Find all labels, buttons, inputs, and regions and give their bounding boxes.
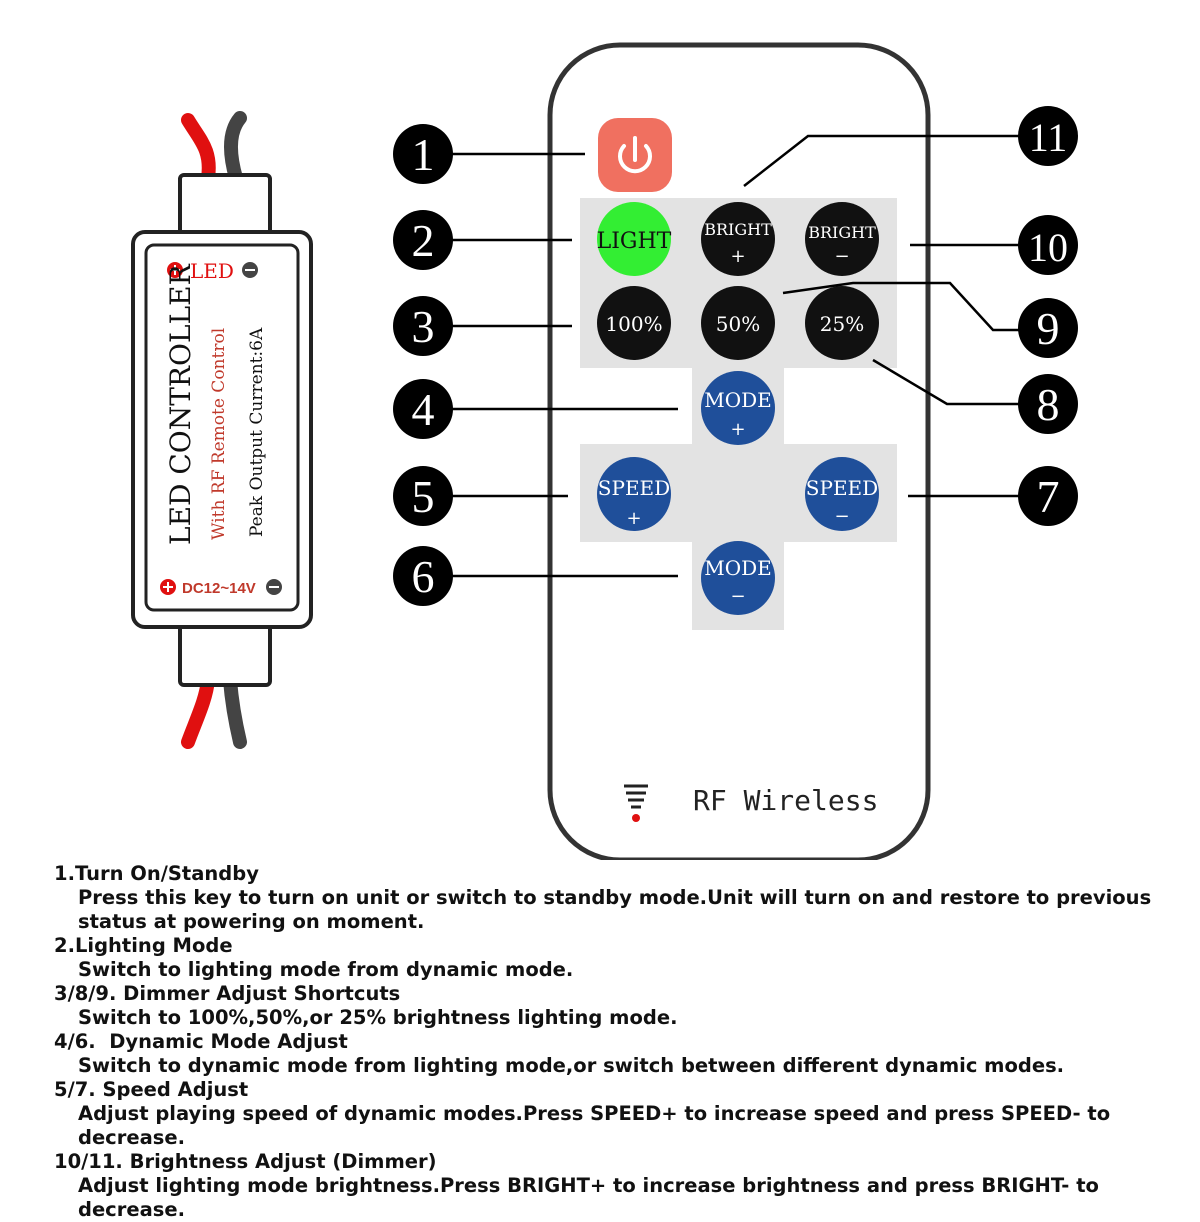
bright-minus-button[interactable]: BRIGHT − [805,202,879,276]
wire-black-top [224,111,247,185]
svg-text:1: 1 [412,129,435,180]
svg-text:7: 7 [1037,471,1060,522]
led-label: LED [190,259,234,283]
callout-10: 10 [1018,215,1078,275]
plus-terminal-icon [167,262,183,278]
description-text: Adjust playing speed of dynamic modes.Pr… [78,1102,1111,1149]
description-text: Adjust lighting mode brightness.Press BR… [78,1174,1099,1221]
brightness-25-button[interactable]: 25% [805,286,879,360]
light-button[interactable]: LIGHT [597,202,672,276]
speed-minus-sign: − [834,506,849,527]
wire-red-top [181,113,216,185]
speed-plus-label: SPEED [598,476,670,500]
description-text: Switch to dynamic mode from lighting mod… [78,1054,1065,1077]
descriptions: 1.Turn On/Standby Press this key to turn… [54,862,1174,1222]
description-heading: 1.Turn On/Standby [54,862,259,885]
callout-4: 4 [393,379,453,439]
description-text: Switch to lighting mode from dynamic mod… [78,958,574,981]
wire-red-bottom [181,673,215,749]
description-heading: 10/11. Brightness Adjust (Dimmer) [54,1150,437,1173]
diagram: LED LED CONTROLLER With RF Remote Contro… [131,42,1078,860]
power-button[interactable] [598,118,672,192]
description-text: Press this key to turn on unit or switch… [78,886,1152,933]
brightness-50-label: 50% [716,312,760,336]
description-heading: 5/7. Speed Adjust [54,1078,249,1101]
description-item: 2.Lighting Mode Switch to lighting mode … [54,934,1174,982]
callout-5: 5 [393,466,453,526]
brightness-100-label: 100% [605,312,662,336]
plus-terminal-icon [160,579,176,595]
description-heading: 2.Lighting Mode [54,934,233,957]
mode-plus-sign: + [730,419,745,440]
power-icon [618,136,652,174]
callout-9: 9 [1018,298,1078,358]
description-item: 4/6. Dynamic Mode Adjust Switch to dynam… [54,1030,1174,1078]
description-item: 3/8/9. Dimmer Adjust Shortcuts Switch to… [54,982,1174,1030]
rf-wireless-label: RF Wireless [693,784,878,817]
minus-terminal-icon [266,579,282,595]
svg-text:10: 10 [1028,225,1068,270]
description-heading: 3/8/9. Dimmer Adjust Shortcuts [54,982,401,1005]
svg-text:4: 4 [412,384,435,435]
mode-minus-label: MODE [704,556,772,580]
description-item: 5/7. Speed Adjust Adjust playing speed o… [54,1078,1174,1150]
callout-3: 3 [393,296,453,356]
speed-plus-sign: + [626,508,641,529]
bright-plus-sign: + [730,246,745,267]
svg-text:2: 2 [412,215,435,266]
svg-text:9: 9 [1037,303,1060,354]
callout-11: 11 [1018,106,1078,166]
mode-minus-button[interactable]: MODE − [701,541,775,615]
callout-6: 6 [393,546,453,606]
bright-minus-label: BRIGHT [808,223,876,242]
callout-1: 1 [393,124,453,184]
speed-minus-label: SPEED [806,476,878,500]
description-item: 1.Turn On/Standby Press this key to turn… [54,862,1174,934]
minus-terminal-icon [242,262,258,278]
brightness-50-button[interactable]: 50% [701,286,775,360]
svg-text:3: 3 [412,301,435,352]
brightness-100-button[interactable]: 100% [597,286,671,360]
bright-plus-button[interactable]: BRIGHT + [701,202,775,276]
description-item: 10/11. Brightness Adjust (Dimmer) Adjust… [54,1150,1174,1222]
led-controller: LED LED CONTROLLER With RF Remote Contro… [131,111,313,749]
mode-plus-label: MODE [704,388,772,412]
controller-output: Peak Output Current:6A [247,327,267,537]
wire-black-bottom [223,673,247,749]
power-label: DC12~14V [182,580,256,597]
bright-plus-label: BRIGHT [704,220,772,239]
speed-plus-button[interactable]: SPEED + [597,457,671,531]
description-heading: 4/6. Dynamic Mode Adjust [54,1030,348,1053]
description-text: Switch to 100%,50%,or 25% brightness lig… [78,1006,678,1029]
remote: LIGHT BRIGHT + BRIGHT − 100% 50% 25% M [547,42,931,860]
light-button-label: LIGHT [597,229,672,254]
svg-text:6: 6 [412,551,435,602]
callout-8: 8 [1018,374,1078,434]
controller-title: LED CONTROLLER [164,263,197,545]
mode-minus-sign: − [730,586,745,607]
mode-plus-button[interactable]: MODE + [701,371,775,445]
brightness-25-label: 25% [820,312,864,336]
callout-lines [450,134,1020,578]
svg-text:5: 5 [412,471,435,522]
controller-subtitle: With RF Remote Control [209,328,229,540]
callout-2: 2 [393,210,453,270]
bright-minus-sign: − [834,246,849,267]
svg-text:11: 11 [1029,115,1068,160]
callout-7: 7 [1018,466,1078,526]
wireless-signal-icon [624,784,648,822]
svg-text:8: 8 [1037,379,1060,430]
speed-minus-button[interactable]: SPEED − [805,457,879,531]
